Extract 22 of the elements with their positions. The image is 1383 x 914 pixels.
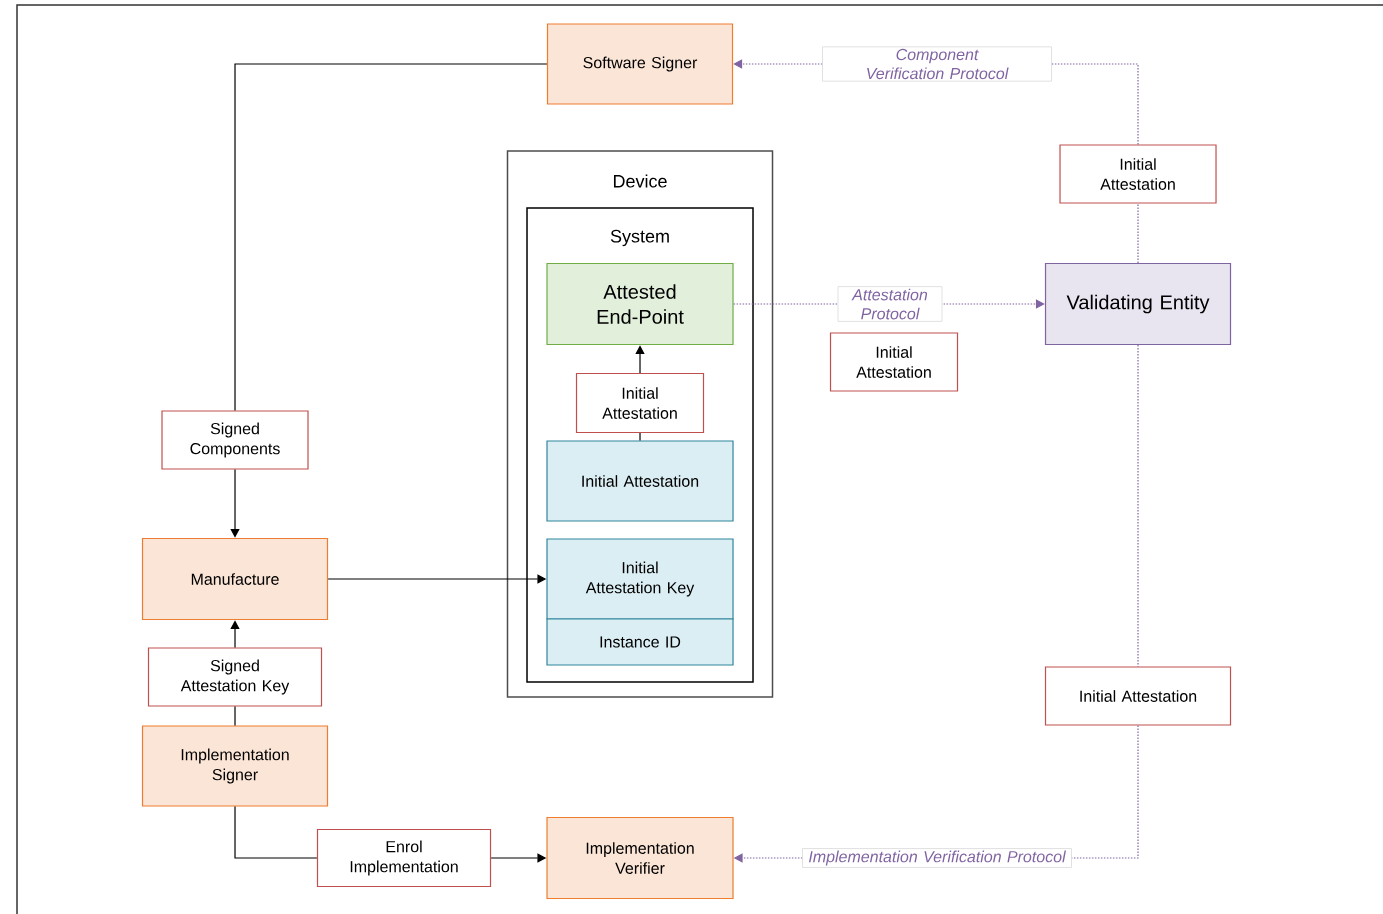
arrow: [230, 620, 240, 648]
data-label-box: Initial Attestation: [1059, 144, 1217, 204]
arrow: [230, 469, 240, 538]
arrow: [635, 345, 645, 374]
edge-label: Implementation Verification Protocol: [802, 848, 1072, 868]
process-box: Software Signer: [546, 23, 734, 105]
data-label-box: Initial Attestation: [1044, 666, 1232, 726]
data-box: Initial Attestation: [546, 440, 734, 522]
data-box: Initial Attestation Key: [546, 538, 734, 620]
edge-label: Attestation Protocol: [837, 286, 943, 322]
data-box: Instance ID: [546, 618, 734, 666]
process-box: Implementation Verifier: [546, 816, 734, 900]
process-box: Manufacture: [141, 537, 329, 621]
data-label-box: Initial Attestation: [829, 332, 959, 392]
process-box: Implementation Signer: [141, 725, 329, 807]
endpoint-box: Attested End-Point: [546, 262, 734, 346]
entity-box: Validating Entity: [1044, 262, 1232, 346]
data-label-box: Enrol Implementation: [316, 828, 492, 888]
data-label-box: Initial Attestation: [575, 372, 705, 434]
edge-label: Component Verification Protocol: [822, 46, 1052, 82]
data-label-box: Signed Components: [161, 410, 309, 470]
data-label-box: Signed Attestation Key: [147, 647, 323, 707]
